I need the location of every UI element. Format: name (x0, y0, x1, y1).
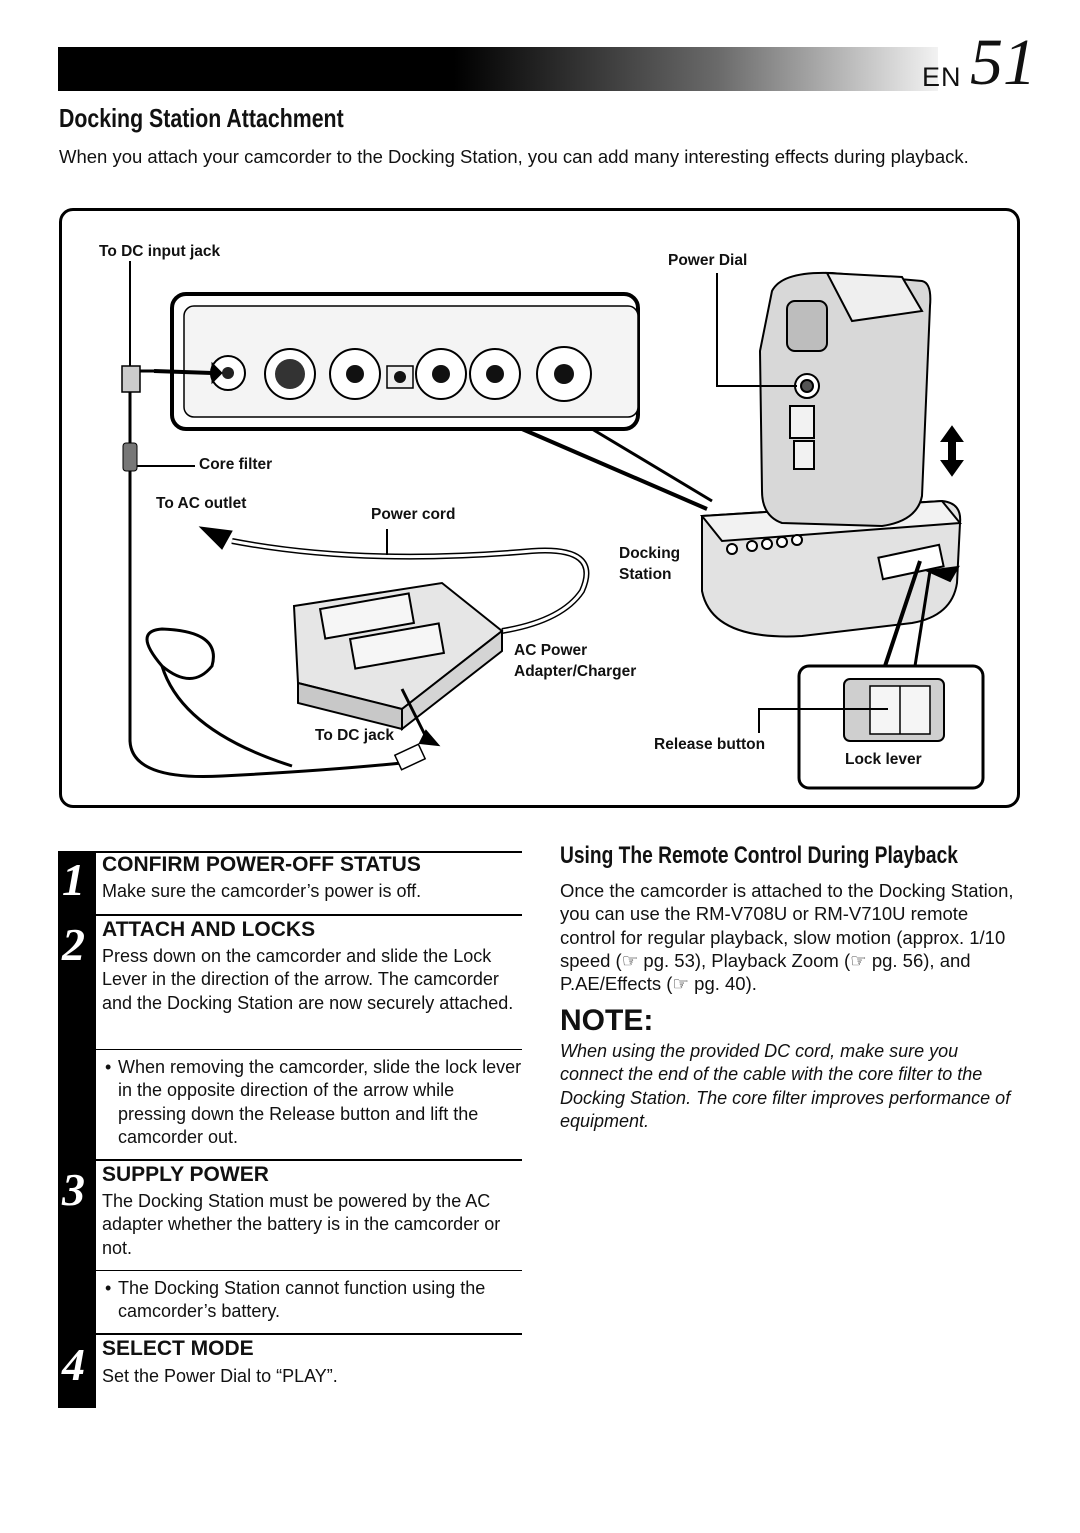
step-3-heading: SUPPLY POWER (102, 1163, 269, 1186)
step-3-rule (96, 1159, 522, 1161)
step-4-heading: SELECT MODE (102, 1337, 254, 1360)
label-adapter-charger: Adapter/Charger (514, 663, 637, 680)
step-2-bullet: •When removing the camcorder, slide the … (105, 1057, 522, 1147)
step-2-text: Press down on the camcorder and slide th… (102, 946, 514, 1013)
label-station: Station (619, 566, 672, 583)
header-gradient-bar (58, 47, 938, 91)
dc-cable (121, 261, 427, 779)
remote-section-title: Using The Remote Control During Playback (560, 842, 958, 869)
docking-illustration: To DC input jack Power Dial Core filter … (59, 208, 1020, 808)
label-core-filter: Core filter (199, 456, 273, 473)
step-3-bullet-rule (96, 1270, 522, 1271)
step-4-text: Set the Power Dial to “PLAY”. (102, 1366, 338, 1386)
remote-section-text: Once the camcorder is attached to the Do… (560, 880, 1014, 995)
lock-lever-inset (758, 560, 985, 790)
dock-rear-panel-zoom (170, 292, 713, 511)
step-3-number: 3 (62, 1164, 85, 1215)
note-text: When using the provided DC cord, make su… (560, 1041, 1011, 1131)
step-1-heading: CONFIRM POWER-OFF STATUS (102, 853, 421, 876)
label-to-dc-input-jack: To DC input jack (99, 243, 221, 260)
illustration-drawing (121, 261, 985, 790)
label-power-dial: Power Dial (668, 252, 748, 269)
note-heading: NOTE: (560, 1004, 654, 1037)
step-4-rule (96, 1333, 522, 1335)
step-3-bullet: •The Docking Station cannot function usi… (105, 1278, 486, 1322)
page-number: 51 (970, 26, 1036, 99)
label-ac-power: AC Power (514, 642, 588, 659)
label-power-cord: Power cord (371, 506, 456, 523)
step-3-text: The Docking Station must be powered by t… (102, 1191, 501, 1258)
ac-adapter-charger (292, 581, 504, 747)
step-1-rule (96, 851, 522, 853)
step-4-number: 4 (62, 1339, 85, 1390)
step-2-number: 2 (62, 919, 85, 970)
camcorder-body (758, 271, 964, 528)
step-2-bullet-rule (96, 1049, 522, 1050)
step-2-heading: ATTACH AND LOCKS (102, 918, 316, 941)
label-docking: Docking (619, 545, 681, 562)
label-release-button: Release button (654, 736, 766, 753)
label-lock-lever: Lock lever (845, 751, 922, 768)
step-1-number: 1 (62, 854, 85, 905)
label-to-ac-outlet: To AC outlet (156, 495, 247, 512)
power-cord (198, 526, 590, 634)
section-title: Docking Station Attachment (59, 103, 344, 133)
label-to-dc-jack: To DC jack (315, 727, 394, 744)
step-3-bullet-text: The Docking Station cannot function usin… (118, 1278, 486, 1322)
steps-sidebar (58, 851, 96, 1408)
step-2-bullet-text: When removing the camcorder, slide the l… (118, 1057, 522, 1147)
language-label: EN (922, 62, 962, 92)
step-2-rule (96, 914, 522, 916)
section-intro: When you attach your camcorder to the Do… (59, 146, 969, 167)
step-1-text: Make sure the camcorder’s power is off. (102, 881, 422, 901)
